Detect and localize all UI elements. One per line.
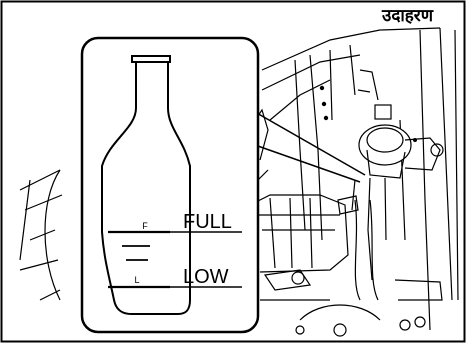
- callout-pointer: [255, 112, 365, 182]
- full-label: FULL: [183, 211, 232, 233]
- example-caption: उदाहरण: [382, 8, 433, 25]
- full-marker-letter: F: [142, 221, 148, 231]
- low-marker-letter: L: [134, 275, 139, 285]
- low-label: LOW: [183, 266, 229, 288]
